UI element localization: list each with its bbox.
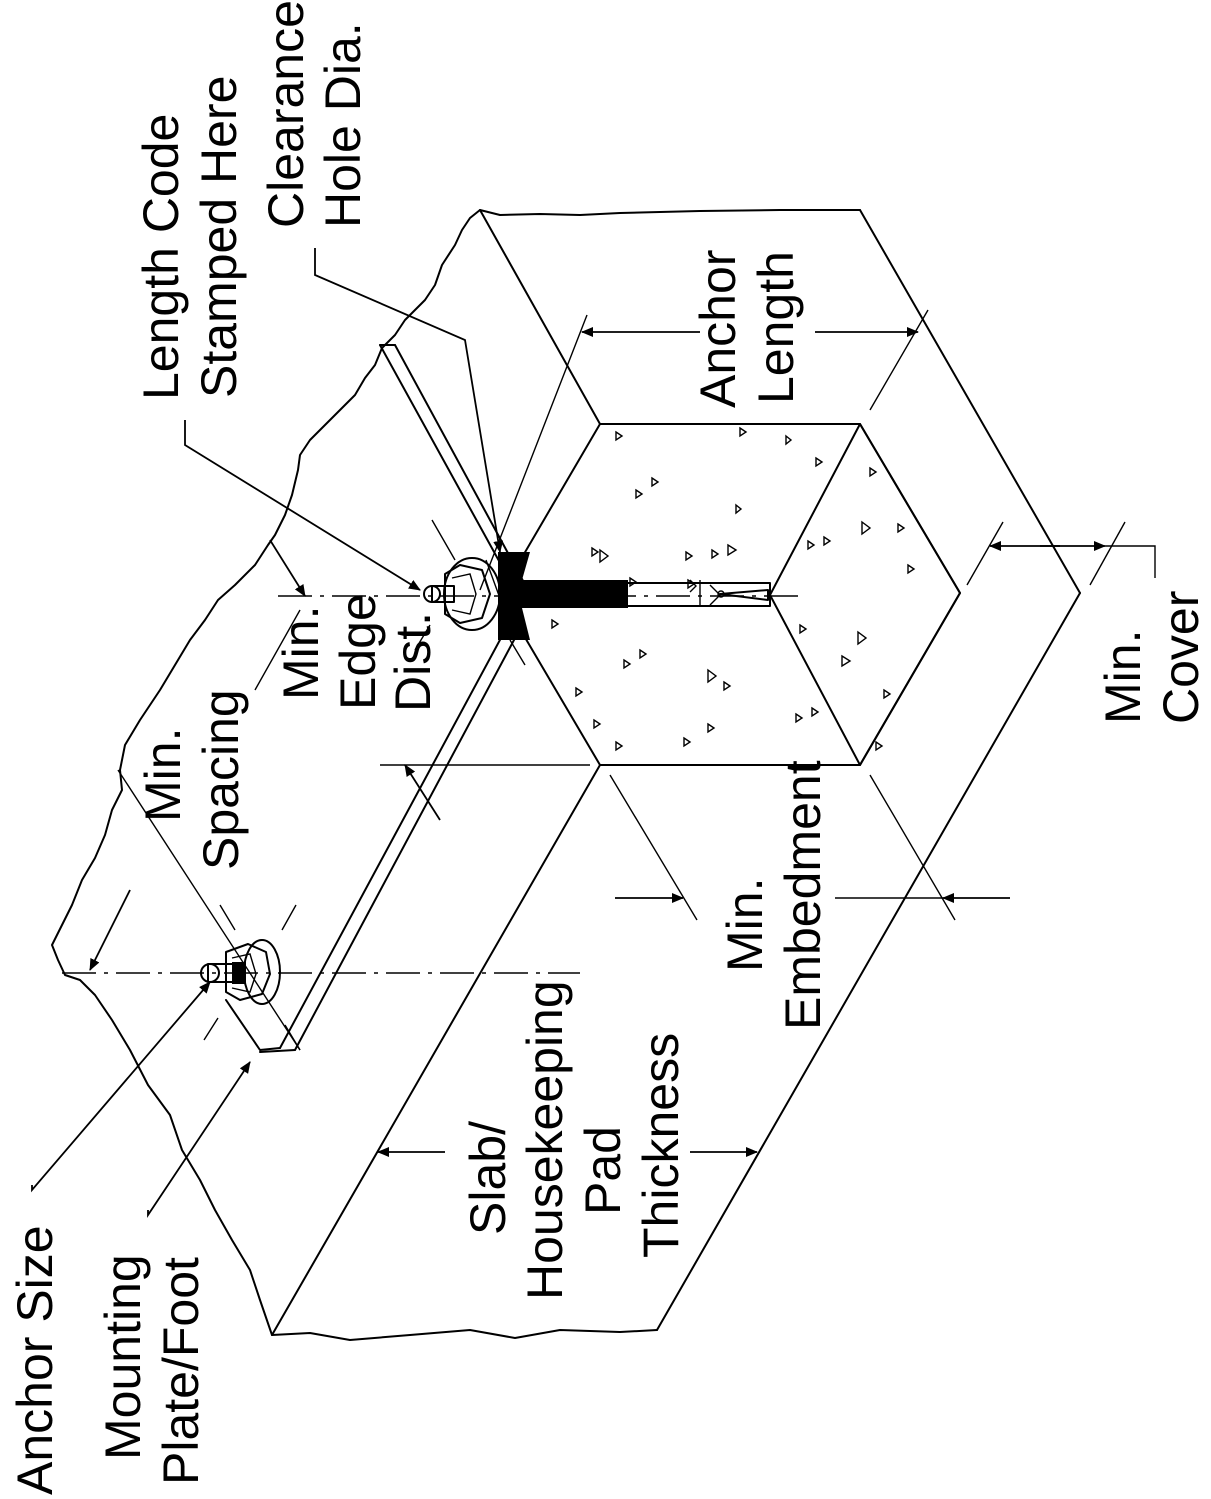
label-slab-line2: Housekeeping xyxy=(517,980,573,1300)
aggregate-marks xyxy=(551,426,916,752)
label-min-embedment-line2: Embedment xyxy=(775,760,831,1030)
label-slab-line4: Thickness xyxy=(633,1033,689,1258)
slab-bottom-edge xyxy=(656,592,1081,1331)
label-min-spacing-line2: Spacing xyxy=(193,689,249,870)
label-slab-line3: Pad xyxy=(575,1126,631,1215)
slab-right-edge xyxy=(859,209,1081,594)
slab-break-line xyxy=(51,209,481,1336)
mounting-plate xyxy=(225,344,529,1053)
label-clearance-line1: Clearance xyxy=(258,0,314,228)
label-anchor-length-line1: Anchor xyxy=(690,250,746,408)
label-length-code-line1: Length Code xyxy=(133,114,189,400)
label-clearance-line2: Hole Dia. xyxy=(315,22,371,228)
slab-face-edge-left xyxy=(271,764,601,1336)
center-lines xyxy=(62,519,800,1051)
label-min-cover-line2: Cover xyxy=(1153,591,1209,724)
hex-nut-right xyxy=(444,564,491,624)
label-min-spacing-line1: Min. xyxy=(135,728,191,822)
label-slab-line1: Slab/ xyxy=(460,1121,516,1235)
cutaway-right-face xyxy=(859,423,961,766)
label-min-embedment-line1: Min. xyxy=(717,878,773,972)
label-length-code-line2: Stamped Here xyxy=(191,76,247,398)
label-mounting-line1: Mounting xyxy=(95,1254,151,1460)
slab-bottom-break xyxy=(271,1329,658,1341)
label-min-edge-line2: Edge xyxy=(330,593,386,710)
anchor-right xyxy=(423,552,771,640)
labels: Length Code Stamped Here Clearance Hole … xyxy=(7,0,1209,1495)
label-anchor-size: Anchor Size xyxy=(7,1225,63,1495)
slab-face-edge-top xyxy=(479,209,601,425)
label-min-edge-line1: Min. xyxy=(273,606,329,700)
dimension-lines xyxy=(31,248,1156,1218)
label-mounting-line2: Plate/Foot xyxy=(153,1257,209,1485)
slab-outline xyxy=(51,209,1081,1341)
label-anchor-length-line2: Length xyxy=(748,251,804,404)
anchor-threaded-rod xyxy=(498,580,628,608)
label-min-edge-line3: Dist. xyxy=(385,612,441,712)
anchor-left xyxy=(200,939,281,1005)
hex-nut-left xyxy=(225,943,271,1001)
slab-top-edge xyxy=(479,209,861,216)
label-min-cover-line1: Min. xyxy=(1095,630,1151,724)
